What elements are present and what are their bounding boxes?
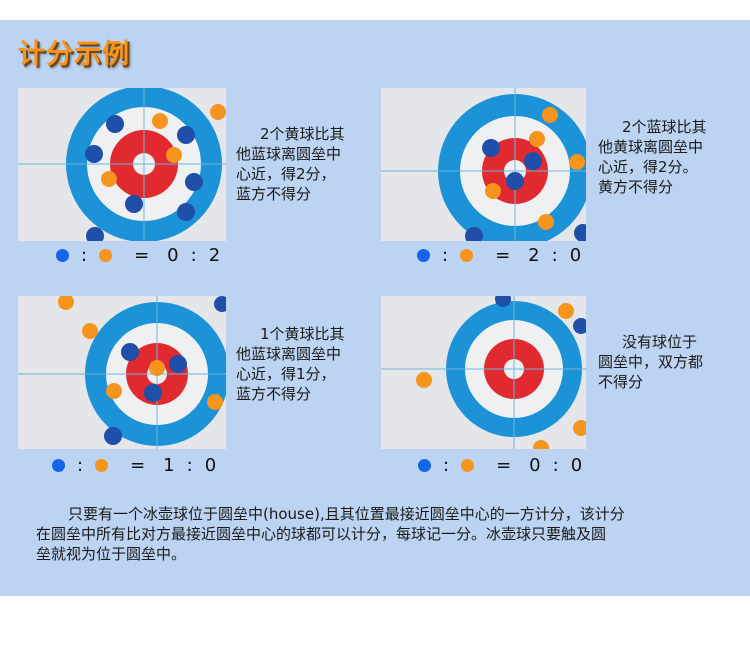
blue-team-dot-icon — [56, 248, 69, 262]
scoring-rule-paragraph: 只要有一个冰壶球位于圆垒中(house),且其位置最接近圆垒中心的一方计分，该计… — [36, 505, 625, 563]
orange-score: 2 — [208, 244, 221, 266]
blue-score: 1 — [163, 454, 175, 476]
example-2-description: 2个蓝球比其 他黄球离圆垒中 心近，得2分。 黄方不得分 — [598, 118, 707, 196]
blue-score: 0 — [529, 454, 541, 476]
orange-team-dot-icon — [99, 248, 113, 262]
example-4-score: : = 0 : 0 — [418, 454, 583, 476]
orange-team-dot-icon — [95, 458, 109, 472]
example-4-house-image — [381, 296, 586, 449]
blue-team-dot-icon — [52, 458, 65, 472]
blue-team-dot-icon — [418, 458, 431, 472]
example-2-score: : = 2 : 0 — [417, 244, 582, 266]
example-4-description: 没有球位于 圆垒中，双方都 不得分 — [598, 333, 704, 391]
orange-team-dot-icon — [460, 248, 474, 262]
orange-score: 0 — [569, 244, 582, 266]
example-1-score: : = 0 : 2 — [56, 244, 221, 266]
blue-score: 2 — [528, 244, 540, 266]
orange-score: 0 — [204, 454, 217, 476]
example-1-house-image — [18, 88, 226, 241]
section-title: 计分示例 — [18, 39, 130, 70]
example-1-description: 2个黄球比其 他蓝球离圆垒中 心近，得2分， 蓝方不得分 — [236, 125, 345, 203]
example-3-score: : = 1 : 0 — [52, 454, 217, 476]
orange-team-dot-icon — [461, 458, 475, 472]
scoring-example-section: 计分示例 2个黄球比其 他蓝球离圆垒中 心近，得2分， 蓝方不得分 : = 0 … — [0, 20, 750, 596]
blue-team-dot-icon — [417, 248, 430, 262]
blue-score: 0 — [167, 244, 179, 266]
example-3-house-image — [18, 296, 226, 449]
orange-score: 0 — [570, 454, 583, 476]
example-2-house-image — [381, 88, 586, 241]
example-3-description: 1个黄球比其 他蓝球离圆垒中 心近，得1分， 蓝方不得分 — [236, 325, 345, 403]
